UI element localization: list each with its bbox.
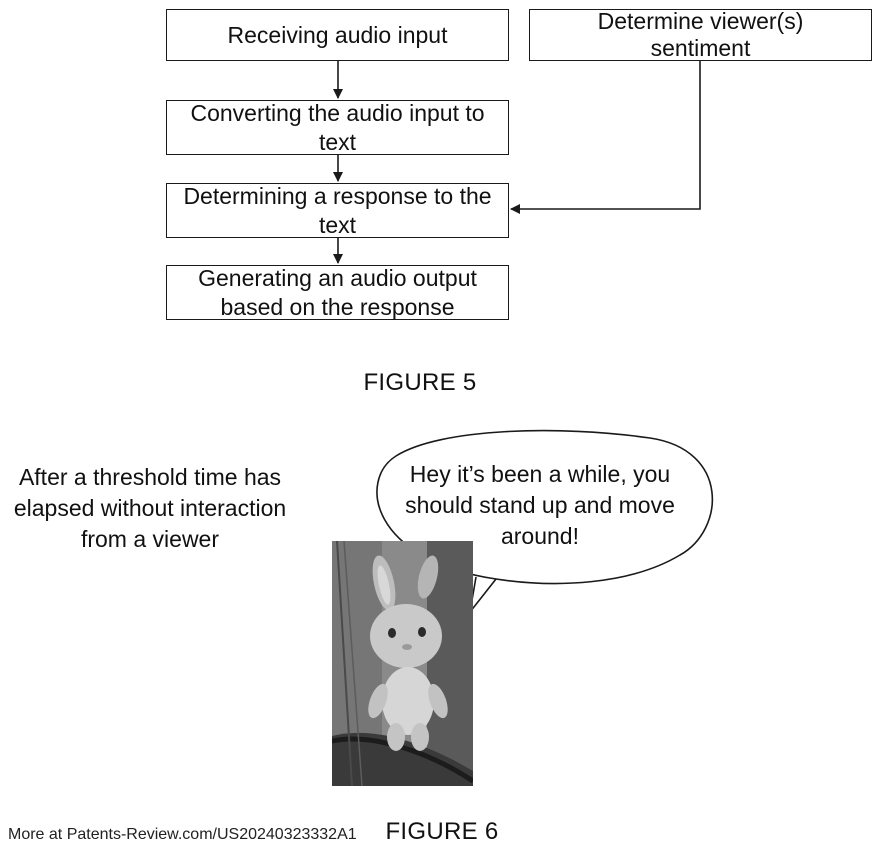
figure6-caption: FIGURE 6 [385, 818, 499, 845]
step-label: Generating an audio output based on the … [198, 264, 477, 320]
step-label: Converting the audio input to text [190, 99, 485, 155]
step-label: Determining a response to the text [183, 182, 492, 238]
step-generating-audio-output: Generating an audio output based on the … [166, 265, 509, 320]
side-input-label: Determine viewer(s) sentiment [597, 8, 804, 61]
step-label: Receiving audio input [227, 21, 448, 48]
arrow-sentiment-to-step3 [510, 61, 701, 214]
speech-bubble-text: Hey it’s been a while, you should stand … [405, 461, 675, 549]
side-input-viewer-sentiment: Determine viewer(s) sentiment [529, 8, 872, 61]
step-determining-response: Determining a response to the text [166, 183, 509, 238]
step-receiving-audio-input: Receiving audio input [166, 9, 509, 61]
trigger-condition-text: After a threshold time has elapsed witho… [13, 464, 287, 552]
bunny-character-image [332, 541, 473, 786]
step-converting-audio-to-text: Converting the audio input to text [166, 100, 509, 155]
source-footer: More at Patents-Review.com/US20240323332… [8, 826, 357, 843]
figure5-caption: FIGURE 5 [363, 369, 477, 396]
